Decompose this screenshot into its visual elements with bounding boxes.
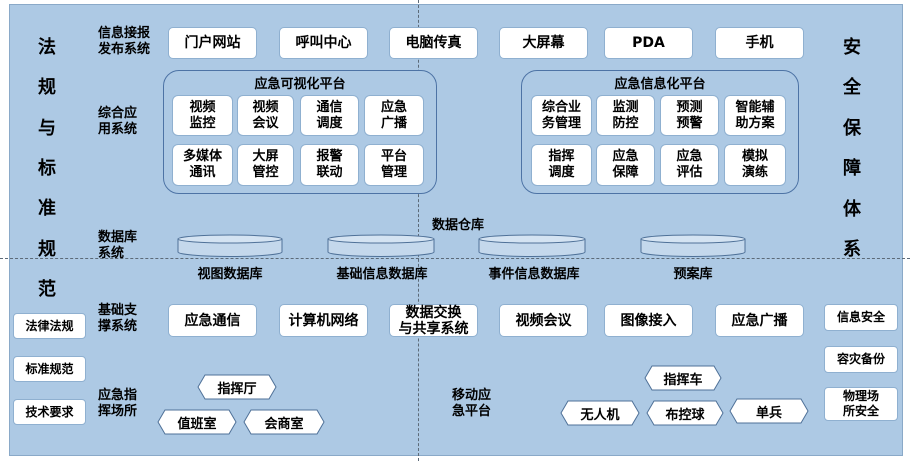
info-cell: 综合业 务管理 <box>531 95 592 136</box>
mobile-item-soldier: 单兵 <box>729 398 809 424</box>
left-title-char: 法 <box>38 37 56 58</box>
left-box-standards: 标准规范 <box>13 356 86 382</box>
info-cell: 模拟 演练 <box>724 144 786 186</box>
right-vertical-title: 安 全 保 障 体 系 <box>839 38 865 260</box>
support-item: 视频会议 <box>499 304 588 337</box>
left-box-laws: 法律法规 <box>13 313 86 339</box>
database-label-view: 视图数据库 <box>197 267 263 282</box>
right-title-char: 保 <box>843 117 861 139</box>
left-title-char: 与 <box>38 117 56 139</box>
row-label-comprehensive: 综合应 用系统 <box>98 106 138 137</box>
publish-item-bigscreen: 大屏幕 <box>499 27 588 59</box>
visual-cell: 平台 管理 <box>364 144 424 186</box>
visual-cell: 大屏 管控 <box>237 144 294 186</box>
row-label-publish: 信息接报 发布系统 <box>98 26 151 57</box>
visual-cell: 多媒体 通讯 <box>172 144 233 186</box>
database-label-plan: 预案库 <box>673 267 713 282</box>
right-box-physical: 物理场 所安全 <box>824 387 898 421</box>
database-label-event: 事件信息数据库 <box>488 267 580 282</box>
visual-cell: 应急 广播 <box>364 95 424 136</box>
database-cylinder <box>478 234 586 257</box>
publish-item-portal: 门户网站 <box>168 27 257 59</box>
info-cell: 指挥 调度 <box>531 144 592 186</box>
vertical-divider <box>418 0 419 461</box>
mobile-item-drone: 无人机 <box>560 400 640 426</box>
info-cell: 智能辅 助方案 <box>724 95 786 136</box>
visual-platform-title: 应急可视化平台 <box>254 77 346 92</box>
database-cylinder <box>640 234 746 257</box>
database-cylinder <box>177 234 283 257</box>
info-platform-title: 应急信息化平台 <box>614 77 706 92</box>
mobile-item-command-vehicle: 指挥车 <box>644 365 722 391</box>
visual-cell: 视频 会议 <box>237 95 294 136</box>
visual-cell: 通信 调度 <box>300 95 359 136</box>
right-title-char: 系 <box>843 238 861 260</box>
row-label-database: 数据库 系统 <box>98 230 138 261</box>
info-cell: 预测 预警 <box>660 95 719 136</box>
right-title-char: 障 <box>843 158 861 180</box>
command-place-duty-room: 值班室 <box>157 409 237 435</box>
support-item: 应急广播 <box>715 304 804 337</box>
info-cell: 应急 评估 <box>660 144 719 186</box>
left-vertical-title: 法 规 与 标 准 规 范 <box>34 38 60 300</box>
right-title-char: 体 <box>843 198 861 220</box>
data-warehouse-label: 数据仓库 <box>431 218 484 233</box>
right-title-char: 安 <box>843 37 861 58</box>
command-place-hall: 指挥厅 <box>197 374 277 400</box>
support-item: 数据交换 与共享系统 <box>389 304 478 337</box>
right-box-backup: 容灾备份 <box>824 346 898 373</box>
left-title-char: 范 <box>38 278 56 300</box>
left-box-technical: 技术要求 <box>13 399 86 425</box>
info-cell: 监测 防控 <box>596 95 655 136</box>
publish-item-callcenter: 呼叫中心 <box>279 27 368 59</box>
row-label-command-site: 应急指 挥场所 <box>98 388 138 419</box>
left-title-char: 规 <box>38 77 56 99</box>
publish-item-fax: 电脑传真 <box>389 27 478 59</box>
database-cylinder <box>327 234 435 257</box>
publish-item-pda: PDA <box>604 27 693 59</box>
command-place-consult-room: 会商室 <box>243 409 325 435</box>
support-item: 图像接入 <box>604 304 693 337</box>
visual-cell: 报警 联动 <box>300 144 359 186</box>
mobile-item-control-ball: 布控球 <box>646 400 724 426</box>
left-title-char: 准 <box>38 198 56 220</box>
row-label-mobile: 移动应 急平台 <box>452 388 492 419</box>
left-title-char: 规 <box>38 238 56 260</box>
left-title-char: 标 <box>38 157 56 179</box>
right-box-infosec: 信息安全 <box>824 304 898 331</box>
publish-item-mobile: 手机 <box>715 27 804 59</box>
row-label-support: 基础支 撑系统 <box>98 303 138 334</box>
database-label-basic: 基础信息数据库 <box>336 267 428 282</box>
info-cell: 应急 保障 <box>596 144 655 186</box>
support-item: 计算机网络 <box>279 304 368 337</box>
right-title-char: 全 <box>843 77 861 99</box>
visual-cell: 视频 监控 <box>172 95 233 136</box>
support-item: 应急通信 <box>168 304 257 337</box>
horizontal-divider <box>0 258 910 259</box>
